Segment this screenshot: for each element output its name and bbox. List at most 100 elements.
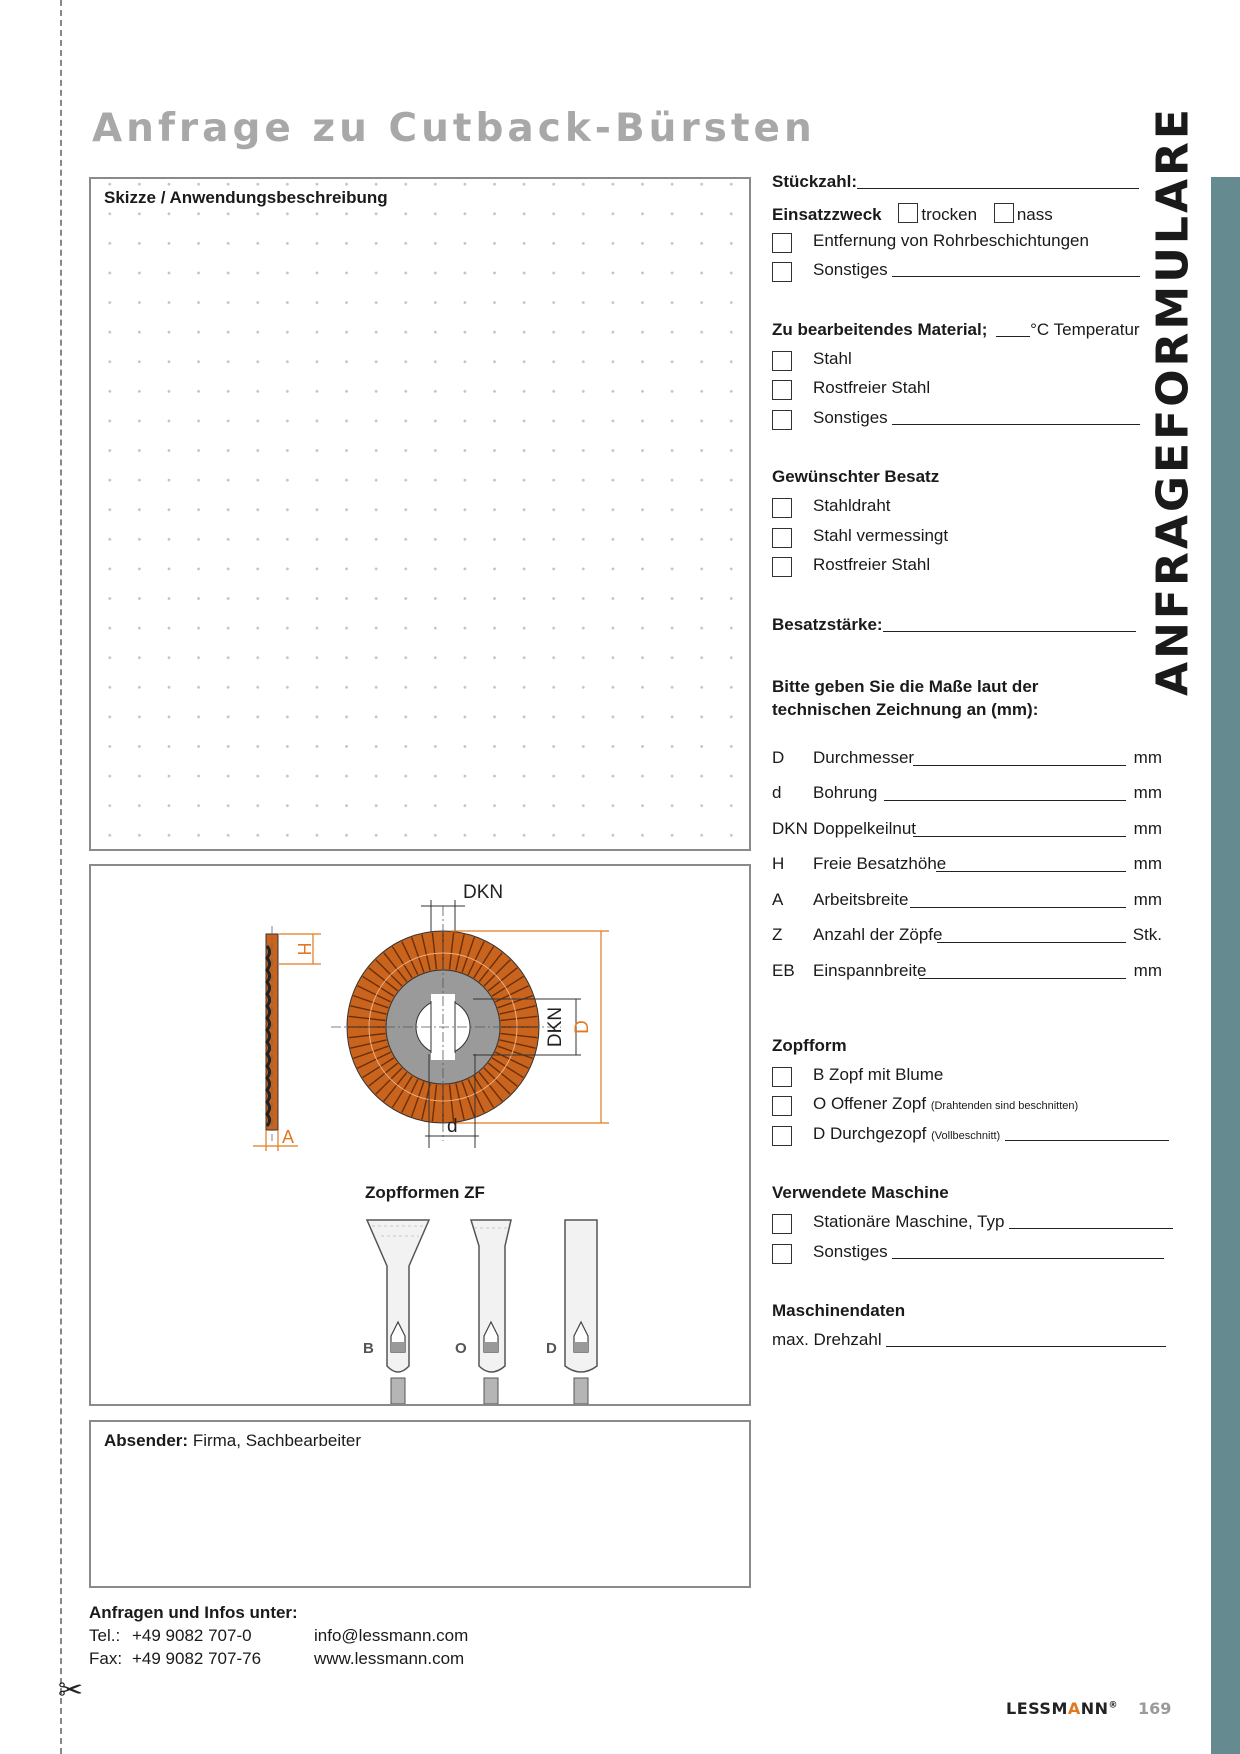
stueckzahl-field[interactable] [857, 172, 1140, 189]
dim-dkn-top-label: DKN [463, 882, 503, 903]
bristle-strand [368, 1062, 399, 1087]
drehzahl-label: max. Drehzahl [772, 1330, 882, 1349]
bristle-strand [467, 941, 485, 976]
bristle-strand [497, 994, 533, 1009]
maschine-heading: Verwendete Maschine [772, 1183, 949, 1202]
maschinendaten-heading: Maschinendaten [772, 1301, 906, 1320]
zopf-shape-d: D [546, 1219, 598, 1404]
technical-drawing: H A DKN DKN [89, 864, 751, 1406]
bristle-strand [431, 1084, 438, 1122]
website[interactable]: www.lessmann.com [314, 1649, 465, 1668]
stueckzahl-label: Stückzahl: [772, 172, 858, 191]
page-number: 169 [1138, 1699, 1172, 1718]
bristle-strand [350, 1039, 387, 1049]
zopf-shape-o: O [455, 1219, 512, 1404]
bristle-strand [497, 1045, 533, 1060]
dim-d-big-label: D [572, 1020, 593, 1034]
brush-front-view: DKN DKN D d [331, 882, 609, 1148]
masse-heading-2: technischen Zeichnung an (mm): [772, 700, 1039, 719]
material-label: Zu bearbeitendes Material; [772, 320, 988, 339]
scissors-icon: ✂ [58, 1673, 84, 1708]
dim-dkn-side-label: DKN [545, 1007, 566, 1047]
bristle-strand [491, 975, 524, 997]
nass-label: nass [1016, 205, 1053, 224]
bristle-strand [487, 1062, 518, 1087]
bristle-strand [348, 1032, 386, 1039]
bristle-strand [401, 941, 419, 976]
sketch-area[interactable]: Skizze / Anwendungsbeschreibung [89, 177, 751, 851]
nass-checkbox[interactable] [993, 203, 1014, 223]
einsatz-row: Einsatzzweck trocken nass [772, 203, 1053, 225]
bristle-strand [448, 1084, 455, 1122]
bristle-strand [499, 1005, 536, 1015]
drehzahl-row: max. Drehzahl [772, 1330, 1167, 1350]
besatz-heading: Gewünschter Besatz [772, 467, 940, 486]
bristle-strand [483, 959, 511, 987]
fax-key: Fax: [89, 1649, 123, 1668]
sender-box[interactable]: Absender: Firma, Sachbearbeiter [89, 1420, 751, 1588]
bristle-strand [353, 994, 389, 1009]
bristle-strand [461, 937, 476, 973]
besatzstaerke-row: Besatzstärke: [772, 615, 1136, 635]
bristle-strand [410, 937, 425, 973]
temperature-label: °C Temperatur [1030, 320, 1140, 339]
bristle-strand [473, 946, 495, 979]
cut-line [60, 0, 62, 1754]
bristle-strand [499, 1039, 536, 1049]
bristle-strand [362, 975, 395, 997]
bristle-strand [448, 932, 455, 970]
masse-heading-1: Bitte geben Sie die Maße laut der [772, 677, 1039, 696]
bristle-strand [421, 934, 431, 971]
bristle-strand [455, 934, 465, 971]
zopf-o-label: O [455, 1340, 467, 1357]
drehzahl-field[interactable] [886, 1330, 1167, 1347]
email[interactable]: info@lessmann.com [314, 1626, 469, 1645]
bristle-strand [375, 1067, 403, 1095]
bristle-strand [350, 1005, 387, 1015]
bristle-strand [461, 1081, 476, 1117]
bristle-strand [431, 932, 438, 970]
bristle-strand [478, 1071, 503, 1102]
temperature-field[interactable] [996, 320, 1031, 337]
bristle-strand [353, 1045, 389, 1060]
zopf-heading: Zopfform [772, 1036, 847, 1055]
besatzstaerke-field[interactable] [882, 615, 1136, 632]
bristle-strand [487, 967, 518, 992]
side-color-bar [1211, 177, 1240, 1754]
bristle-strand [375, 959, 403, 987]
trocken-checkbox[interactable] [898, 203, 919, 223]
zopf-d-label: D [546, 1340, 557, 1357]
sender-label: Absender: Firma, Sachbearbeiter [104, 1431, 367, 1451]
brush-side-view: H A [253, 926, 321, 1151]
bristle-strand [478, 952, 503, 983]
bristle-strand [391, 946, 413, 979]
bristle-strand [362, 1057, 395, 1079]
bristle-strand [401, 1078, 419, 1113]
fax-value: +49 9082 707-76 [132, 1649, 262, 1668]
bristle-strand [383, 1071, 408, 1102]
bristle-strand [483, 1067, 511, 1095]
bristle-strand [383, 952, 408, 983]
bristle-strand [391, 1075, 413, 1108]
tel-key: Tel.: [89, 1626, 121, 1645]
material-row: Zu bearbeitendes Material; °C Temperatur [772, 320, 1140, 340]
bristle-strand [491, 1057, 524, 1079]
besatzstaerke-label: Besatzstärke: [772, 615, 883, 634]
dim-h-label: H [294, 943, 314, 956]
bristle-strand [348, 1015, 386, 1022]
bristle-strand [368, 967, 399, 992]
contact-head: Anfragen und Infos unter: [89, 1603, 298, 1622]
bristle-strand [500, 1032, 538, 1039]
bristle-strand [500, 1015, 538, 1022]
dim-a-label: A [282, 1127, 294, 1147]
bristle-strand [410, 1081, 425, 1117]
trocken-label: trocken [921, 205, 978, 224]
contact-info: Anfragen und Infos unter: Tel.: +49 9082 … [89, 1601, 468, 1670]
